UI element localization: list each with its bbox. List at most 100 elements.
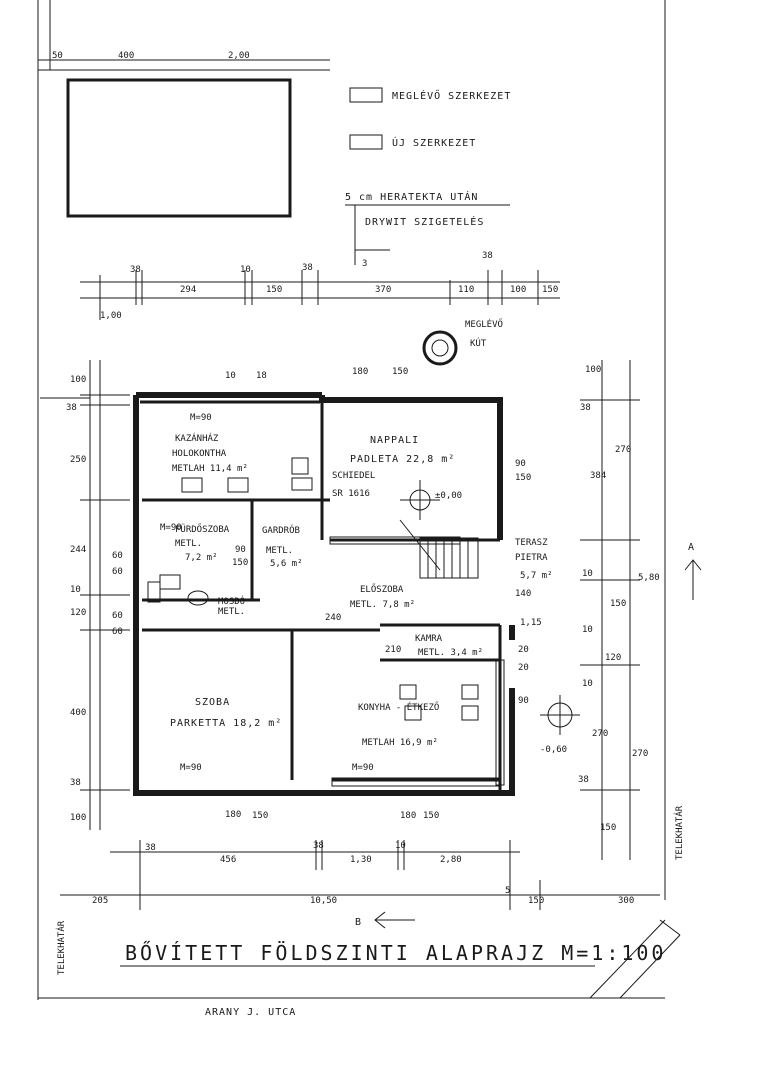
eloszoba-label-2: METL. 7,8 m² [350, 600, 415, 610]
schiedel-label: SCHIEDEL [332, 471, 375, 481]
dim-b2-1050: 10,50 [310, 896, 337, 906]
dim-i-150b: 150 [232, 558, 248, 568]
dim-r2-a: 1,00 [100, 311, 122, 321]
konyha-label-2: METLAH 16,9 m² [362, 738, 438, 748]
dim-b2-205: 205 [92, 896, 108, 906]
dim-l-120: 120 [70, 608, 86, 618]
mosdo-label-2: METL. [218, 607, 245, 617]
dim-i-20b: 20 [518, 663, 529, 673]
eloszoba-label-1: ELŐSZOBA [360, 584, 404, 595]
gardrob-label-1: GARDRÓB [262, 524, 300, 536]
gardrob-label-3: 5,6 m² [270, 559, 303, 569]
level-mark-center [400, 480, 440, 520]
dim-r1-b: 10 [240, 265, 251, 275]
street-label: ARANY J. UTCA [205, 1007, 296, 1018]
dim-b2-300: 300 [618, 896, 634, 906]
section-b-marker: B [355, 911, 415, 929]
fixtures [147, 457, 479, 721]
new-wall-bottom [331, 777, 501, 787]
szoba-height: M=90 [180, 763, 202, 773]
boundary-left-label: TELEKHATÁR [55, 920, 67, 975]
dim-l-100b: 100 [70, 813, 86, 823]
boundary-right-label: TELEKHATÁR [673, 805, 685, 860]
terasz-label-2: PIETRA [515, 553, 548, 563]
dim-r-270c: 270 [632, 749, 648, 759]
dim-r2-g: 150 [542, 285, 558, 295]
dim-top-b: 400 [118, 51, 134, 61]
dim-w-180: 180 [352, 367, 368, 377]
dim-r-580: 5,80 [638, 573, 660, 583]
dim-r-38: 38 [580, 403, 591, 413]
dim-b2-150: 150 [528, 896, 544, 906]
note-insulation-top: 5 cm HERATEKTA UTÁN [345, 190, 478, 203]
dim-l-400: 400 [70, 708, 86, 718]
dimension-text-top: 38 10 38 38 1,00 294 150 370 110 100 150 [100, 251, 558, 321]
dim-bw-180b: 180 [400, 811, 416, 821]
szoba-label-2: PARKETTA 18,2 m² [170, 718, 282, 729]
kamra-label-2: METL. 3,4 m² [418, 648, 483, 658]
dim-l-38b: 38 [70, 778, 81, 788]
dim-l-250: 250 [70, 455, 86, 465]
dim-s-60b: 60 [112, 567, 123, 577]
dim-r-270b: 270 [592, 729, 608, 739]
mosdo-label-1: MOSDÓ [218, 595, 245, 607]
dim-s-60c: 60 [112, 611, 123, 621]
staircase [399, 519, 479, 579]
level-center: ±0,00 [435, 491, 462, 501]
drawing-title: BŐVÍTETT FÖLDSZINTI ALAPRAJZ M=1:100 [125, 941, 666, 965]
kazan-label-1: KAZÁNHÁZ [175, 432, 219, 444]
dim-w-10: 10 [225, 371, 236, 381]
dim-top-c: 2,00 [228, 51, 250, 61]
dim-r2-f: 100 [510, 285, 526, 295]
dim-r-10b: 10 [582, 625, 593, 635]
furdo-label-1: FÜRDŐSZOBA [175, 524, 230, 535]
dim-r-10c: 10 [582, 679, 593, 689]
note-insulation-bottom: DRYWIT SZIGETELÉS [365, 215, 484, 228]
dim-b2-5: 5 [505, 886, 510, 896]
dimension-chain-right [580, 360, 640, 860]
legend-new-swatch [349, 134, 383, 150]
section-a-label: A [688, 542, 695, 553]
dim-l-244: 244 [70, 545, 86, 555]
dim-b1-38: 38 [145, 843, 156, 853]
dim-r2-d: 370 [375, 285, 391, 295]
dim-b1-456: 456 [220, 855, 236, 865]
dim-s-60a: 60 [112, 551, 123, 561]
dim-r1-a: 38 [130, 265, 141, 275]
interior-dimensions: 10 18 180 150 90 150 90 150 240 140 1,15… [225, 367, 542, 706]
outbuilding [66, 78, 292, 218]
dim-top-a: 50 [52, 51, 63, 61]
konyha-height: M=90 [352, 763, 374, 773]
dim-b1-280: 2,80 [440, 855, 462, 865]
dim-r-270: 270 [615, 445, 631, 455]
dim-i-150a: 150 [515, 473, 531, 483]
dim-bw-150: 150 [252, 811, 268, 821]
legend-existing-label: MEGLÉVŐ SZERKEZET [392, 88, 511, 102]
dim-i-210: 210 [385, 645, 401, 655]
dimension-chain-top [80, 270, 560, 320]
dim-i-140: 140 [515, 589, 531, 599]
dim-r1-c: 38 [302, 263, 313, 273]
well-label-1: MEGLÉVŐ [465, 318, 503, 330]
well-symbol: MEGLÉVŐ KÚT [422, 318, 503, 366]
section-b-label: B [355, 917, 362, 928]
kamra-label-1: KAMRA [415, 634, 443, 644]
dim-i-90b: 90 [235, 545, 246, 555]
new-wall-right [495, 659, 505, 786]
dimension-chain-left [40, 360, 130, 830]
dim-l-38: 38 [66, 403, 77, 413]
level-mark-out [540, 695, 580, 735]
dim-bw-150b: 150 [423, 811, 439, 821]
dim-i-90a: 90 [515, 459, 526, 469]
dim-w-150: 150 [392, 367, 408, 377]
dimension-chain-bottom [60, 840, 660, 910]
legend-new-label: ÚJ SZERKEZET [392, 136, 476, 149]
furdo-height: M=90 [160, 523, 182, 533]
well-label-2: KÚT [470, 337, 487, 349]
dim-r-100: 100 [585, 365, 601, 375]
dim-i-20a: 20 [518, 645, 529, 655]
dim-r-38b: 38 [578, 775, 589, 785]
dimension-text-right: 100 38 270 384 5,80 10 150 10 120 10 270… [578, 365, 660, 833]
szoba-label-1: SZOBA [195, 697, 230, 708]
